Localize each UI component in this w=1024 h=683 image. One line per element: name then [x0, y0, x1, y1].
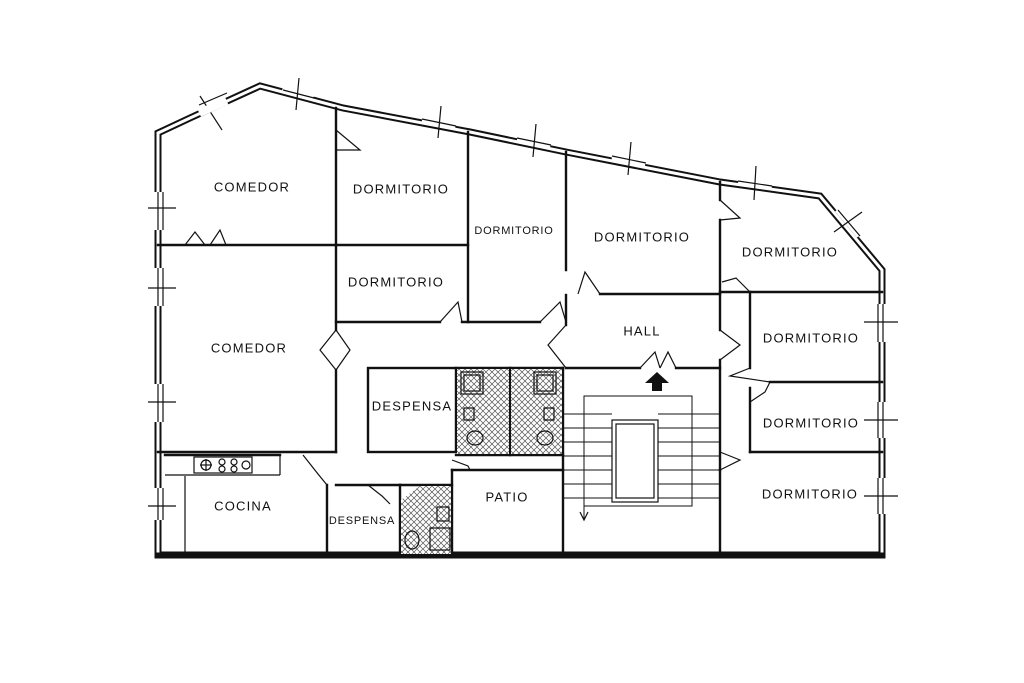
room-label-dormitorio-7: DORMITORIO — [763, 415, 859, 430]
room-label-dormitorio-2: DORMITORIO — [348, 274, 444, 289]
room-label-despensa-2: DESPENSA — [329, 515, 395, 527]
windows — [148, 77, 898, 520]
window-top-7 — [833, 206, 863, 238]
window-left-4 — [148, 488, 176, 520]
window-top-2 — [281, 77, 315, 111]
room-label-dormitorio-6: DORMITORIO — [763, 330, 859, 345]
entrance-arrow-icon — [645, 372, 669, 391]
room-label-dormitorio-3: DORMITORIO — [474, 225, 553, 237]
room-label-dormitorio-8: DORMITORIO — [762, 486, 858, 501]
stove-icon — [193, 456, 253, 474]
room-labels: COMEDOR COMEDOR DORMITORIO DORMITORIO DO… — [211, 179, 859, 527]
bathroom-lower — [401, 486, 451, 554]
room-label-hall: HALL — [623, 323, 660, 338]
window-top-5 — [611, 141, 647, 176]
bathroom-left — [457, 369, 509, 454]
room-label-patio: PATIO — [485, 489, 528, 504]
window-top-3 — [421, 105, 457, 139]
window-top-1 — [197, 92, 229, 131]
room-label-cocina: COCINA — [214, 498, 272, 513]
window-top-4 — [516, 123, 552, 158]
staircase — [563, 395, 720, 522]
window-right-1 — [864, 304, 898, 342]
room-label-dormitorio-1: DORMITORIO — [353, 181, 449, 196]
window-top-6 — [737, 165, 773, 201]
doors — [184, 129, 771, 505]
room-label-comedor-main: COMEDOR — [211, 340, 287, 355]
window-right-2 — [864, 402, 898, 438]
window-left-1 — [148, 192, 176, 230]
window-left-3 — [148, 384, 176, 422]
room-label-dormitorio-5: DORMITORIO — [742, 244, 838, 259]
window-left-2 — [148, 268, 176, 306]
room-label-despensa-1: DESPENSA — [372, 398, 452, 413]
room-label-dormitorio-4: DORMITORIO — [594, 229, 690, 244]
bathroom-right — [511, 369, 562, 454]
outer-walls — [154, 82, 886, 559]
window-right-3 — [864, 478, 898, 514]
room-label-comedor-top: COMEDOR — [214, 179, 290, 194]
